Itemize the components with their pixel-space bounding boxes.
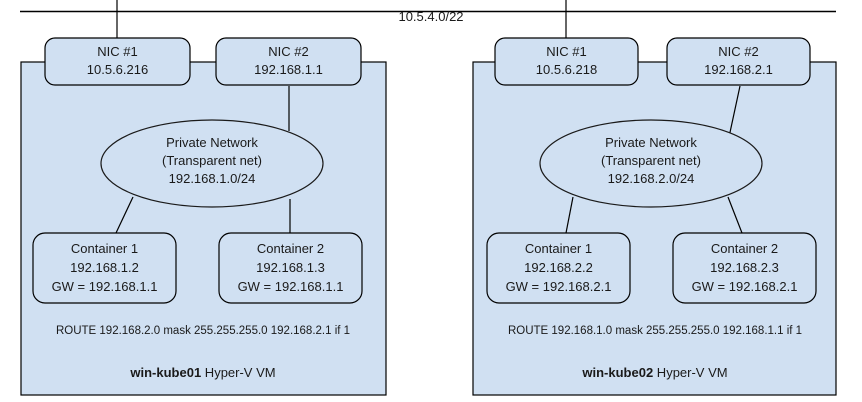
uplink-trunk-group: 10.5.4.0/22 <box>20 0 836 38</box>
vm-label-suffix-vm1: Hyper-V VM <box>201 365 275 380</box>
nic1-title-vm2: NIC #1 <box>546 44 586 59</box>
container2-address-vm2: 192.168.2.3 <box>710 260 779 275</box>
container1-address-vm1: 192.168.1.2 <box>70 260 139 275</box>
nic2-box-vm1 <box>215 37 362 86</box>
nic1-address-vm2: 10.5.6.218 <box>536 62 597 77</box>
vm-label-win-kube02: win-kube02 Hyper-V VM <box>581 365 727 380</box>
link-nic2-to-network-vm2 <box>728 85 741 138</box>
private-network-line3-vm1: 192.168.1.0/24 <box>169 171 256 186</box>
container2-address-vm1: 192.168.1.3 <box>256 260 325 275</box>
route-statement-vm1: ROUTE 192.168.2.0 mask 255.255.255.0 192… <box>56 325 350 337</box>
nic1-box-vm2 <box>494 37 639 86</box>
nic1-vm1[interactable]: NIC #1 10.5.6.216 <box>44 37 191 86</box>
container1-title-vm1: Container 1 <box>71 241 138 256</box>
private-network-line3-vm2: 192.168.2.0/24 <box>608 171 695 186</box>
private-network-ellipse-vm1 <box>100 119 324 208</box>
container1-gateway-vm2: GW = 192.168.2.1 <box>506 279 612 294</box>
container1-box-vm1 <box>32 232 177 304</box>
vm-win-kube01[interactable]: Private Network (Transparent net) 192.16… <box>20 37 387 396</box>
container2-gateway-vm1: GW = 192.168.1.1 <box>238 279 344 294</box>
private-network-ellipse-vm2 <box>539 119 763 208</box>
private-network-line2-vm2: (Transparent net) <box>601 153 701 168</box>
container2-vm1[interactable]: Container 2 192.168.1.3 GW = 192.168.1.1 <box>218 232 363 304</box>
nic2-title-vm1: NIC #2 <box>268 44 308 59</box>
nic2-box-vm2 <box>666 37 811 86</box>
vm-win-kube02[interactable]: Private Network (Transparent net) 192.16… <box>472 37 837 396</box>
container2-vm2[interactable]: Container 2 192.168.2.3 GW = 192.168.2.1 <box>672 232 817 304</box>
private-network-line1-vm1: Private Network <box>166 135 258 150</box>
container1-vm2[interactable]: Container 1 192.168.2.2 GW = 192.168.2.1 <box>486 232 631 304</box>
nic2-address-vm1: 192.168.1.1 <box>254 62 323 77</box>
container2-title-vm2: Container 2 <box>711 241 778 256</box>
link-network-to-container1-vm1 <box>115 196 134 234</box>
vm-label-win-kube01: win-kube01 Hyper-V VM <box>129 365 275 380</box>
nic2-vm2[interactable]: NIC #2 192.168.2.1 <box>666 37 811 86</box>
private-network-vm2[interactable]: Private Network (Transparent net) 192.16… <box>539 119 763 208</box>
nic2-vm1[interactable]: NIC #2 192.168.1.1 <box>215 37 362 86</box>
container2-title-vm1: Container 2 <box>257 241 324 256</box>
container2-gateway-vm2: GW = 192.168.2.1 <box>692 279 798 294</box>
nic1-box-vm1 <box>44 37 191 86</box>
private-network-vm1[interactable]: Private Network (Transparent net) 192.16… <box>100 119 324 208</box>
container1-vm1[interactable]: Container 1 192.168.1.2 GW = 192.168.1.1 <box>32 232 177 304</box>
vm-label-name-vm1: win-kube01 <box>129 365 201 380</box>
vm-boundary-win-kube02 <box>472 61 837 396</box>
container1-title-vm2: Container 1 <box>525 241 592 256</box>
nic2-address-vm2: 192.168.2.1 <box>704 62 773 77</box>
route-statement-vm2: ROUTE 192.168.1.0 mask 255.255.255.0 192… <box>508 325 802 337</box>
nic1-title-vm1: NIC #1 <box>97 44 137 59</box>
vm-boundary-win-kube01 <box>20 61 387 396</box>
container1-box-vm2 <box>486 232 631 304</box>
container1-gateway-vm1: GW = 192.168.1.1 <box>52 279 158 294</box>
container2-box-vm2 <box>672 232 817 304</box>
nic1-address-vm1: 10.5.6.216 <box>87 62 148 77</box>
container1-address-vm2: 192.168.2.2 <box>524 260 593 275</box>
nic1-vm2[interactable]: NIC #1 10.5.6.218 <box>494 37 639 86</box>
vm-label-suffix-vm2: Hyper-V VM <box>653 365 727 380</box>
link-network-to-container2-vm2 <box>727 196 743 234</box>
uplink-trunk-label: 10.5.4.0/22 <box>398 9 463 24</box>
link-network-to-container1-vm2 <box>565 196 574 234</box>
container2-box-vm1 <box>218 232 363 304</box>
vm-label-name-vm2: win-kube02 <box>581 365 653 380</box>
private-network-line1-vm2: Private Network <box>605 135 697 150</box>
nic2-title-vm2: NIC #2 <box>718 44 758 59</box>
private-network-line2-vm1: (Transparent net) <box>162 153 262 168</box>
